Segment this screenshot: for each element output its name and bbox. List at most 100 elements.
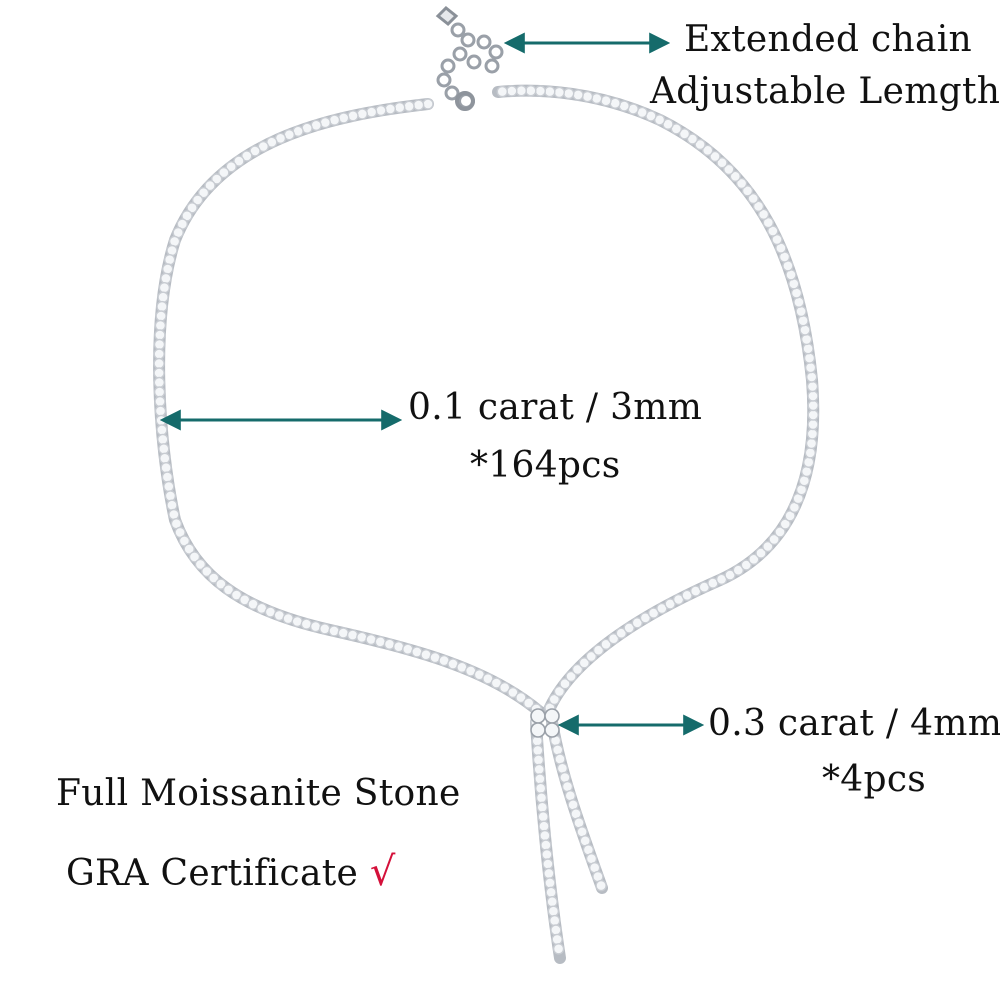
necklace-stone bbox=[807, 418, 819, 431]
necklace-stone bbox=[384, 103, 396, 115]
tail-long-stone bbox=[549, 914, 561, 927]
necklace-stone bbox=[559, 678, 571, 690]
necklace-stone bbox=[716, 156, 728, 169]
necklace-stone bbox=[158, 282, 171, 294]
necklace-stone bbox=[600, 94, 612, 107]
tail-long-stone bbox=[547, 905, 560, 917]
necklace-stone bbox=[365, 106, 378, 118]
necklace-stone bbox=[153, 338, 166, 351]
tail-long-stone bbox=[540, 839, 552, 851]
necklace-stone bbox=[793, 296, 805, 308]
necklace-stone bbox=[525, 84, 537, 97]
necklace-stone bbox=[154, 319, 167, 332]
necklace-stone bbox=[806, 428, 819, 440]
large-stone-spec-text: 0.3 carat / 4mm bbox=[708, 703, 1000, 744]
necklace-stone bbox=[805, 437, 818, 450]
necklace-stone bbox=[201, 565, 213, 578]
tail-short-stone bbox=[552, 744, 564, 756]
necklace-stone bbox=[157, 291, 169, 303]
necklace-stone bbox=[194, 558, 207, 571]
necklace-stone bbox=[496, 85, 508, 98]
tail-long-stone bbox=[551, 933, 563, 946]
tail-long-stone bbox=[536, 801, 548, 813]
gra-certificate-label: GRA Certificate √ bbox=[66, 850, 396, 896]
necklace-stone bbox=[346, 629, 359, 641]
necklace-stone bbox=[631, 617, 643, 629]
necklace-stone bbox=[729, 170, 741, 183]
necklace-stone bbox=[155, 310, 167, 322]
necklace-stone bbox=[807, 399, 819, 412]
tail-long-stone bbox=[533, 763, 545, 776]
necklace-stone bbox=[158, 443, 170, 455]
necklace-stone bbox=[609, 97, 621, 109]
drop-tails bbox=[530, 716, 608, 964]
necklace-stone bbox=[225, 160, 237, 173]
necklace-stone bbox=[230, 589, 243, 601]
necklace-stone bbox=[178, 535, 191, 547]
necklace-stone bbox=[159, 452, 171, 464]
tail-long-stone bbox=[545, 886, 557, 898]
necklace-stone bbox=[328, 114, 341, 126]
necklace-stone bbox=[375, 104, 387, 117]
tail-long-stone bbox=[541, 848, 553, 861]
adjustable-length-text: Adjustable Lemgth bbox=[650, 71, 1000, 112]
extended-chain-label: Extended chain bbox=[670, 18, 986, 62]
necklace-stone bbox=[607, 633, 620, 645]
necklace-stone bbox=[156, 424, 168, 436]
necklace-stone bbox=[338, 112, 350, 124]
necklace-stone bbox=[799, 324, 811, 336]
necklace-stone bbox=[709, 150, 721, 163]
necklace-stone bbox=[757, 208, 770, 221]
necklace-stone bbox=[218, 166, 230, 179]
necklace-stone bbox=[197, 186, 210, 199]
necklace-stone bbox=[163, 254, 176, 266]
necklace-stone bbox=[591, 92, 603, 105]
necklace-stone bbox=[154, 329, 166, 341]
necklace-stone bbox=[544, 85, 556, 98]
necklace-stone bbox=[801, 465, 813, 478]
necklace-stone bbox=[623, 622, 635, 634]
necklace-stone bbox=[506, 85, 518, 97]
necklace-stone bbox=[571, 663, 584, 676]
necklace-stone bbox=[383, 638, 396, 650]
necklace-stone bbox=[790, 287, 803, 299]
necklace-stone bbox=[534, 85, 546, 97]
tail-long-stone bbox=[546, 896, 558, 908]
necklace-stone bbox=[365, 633, 377, 646]
necklace-stone bbox=[160, 462, 172, 474]
necklace-stone bbox=[328, 625, 340, 637]
necklace-stone bbox=[515, 84, 527, 97]
necklace-stone bbox=[797, 315, 809, 327]
tail-long-stone bbox=[534, 773, 546, 785]
necklace-stone bbox=[647, 607, 660, 619]
necklace-stone bbox=[741, 185, 754, 197]
necklace-stone bbox=[422, 98, 434, 110]
necklace-stone bbox=[241, 150, 253, 162]
necklace-stone bbox=[807, 390, 819, 402]
necklace-stone bbox=[210, 173, 223, 185]
large-stone-spec-label: 0.3 carat / 4mm bbox=[708, 702, 1000, 746]
necklace-stone bbox=[507, 686, 519, 699]
adjustable-length-label: Adjustable Lemgth bbox=[650, 70, 1000, 114]
tail-long-stone bbox=[538, 820, 550, 832]
necklace-stone bbox=[161, 471, 174, 483]
small-stone-spec-text: 0.1 carat / 3mm bbox=[408, 387, 703, 428]
necklace-stone bbox=[204, 179, 216, 192]
necklace-stone bbox=[565, 670, 577, 683]
necklace-stone bbox=[356, 631, 368, 643]
gra-certificate-text: GRA Certificate bbox=[66, 853, 359, 894]
necklace-stone bbox=[309, 620, 322, 633]
necklace-stone bbox=[702, 144, 714, 157]
necklace-stone bbox=[249, 145, 261, 157]
extended-chain-text: Extended chain bbox=[683, 19, 973, 60]
necklace-stone bbox=[563, 87, 575, 100]
necklace-stone bbox=[183, 543, 195, 555]
necklace-stone bbox=[694, 138, 706, 151]
tail-long-stone bbox=[537, 811, 549, 823]
necklace-stone bbox=[337, 627, 349, 639]
necklace-stone bbox=[795, 305, 807, 318]
necklace-stone bbox=[160, 272, 172, 285]
necklace-stone bbox=[802, 343, 814, 355]
necklace-stone bbox=[740, 559, 752, 571]
